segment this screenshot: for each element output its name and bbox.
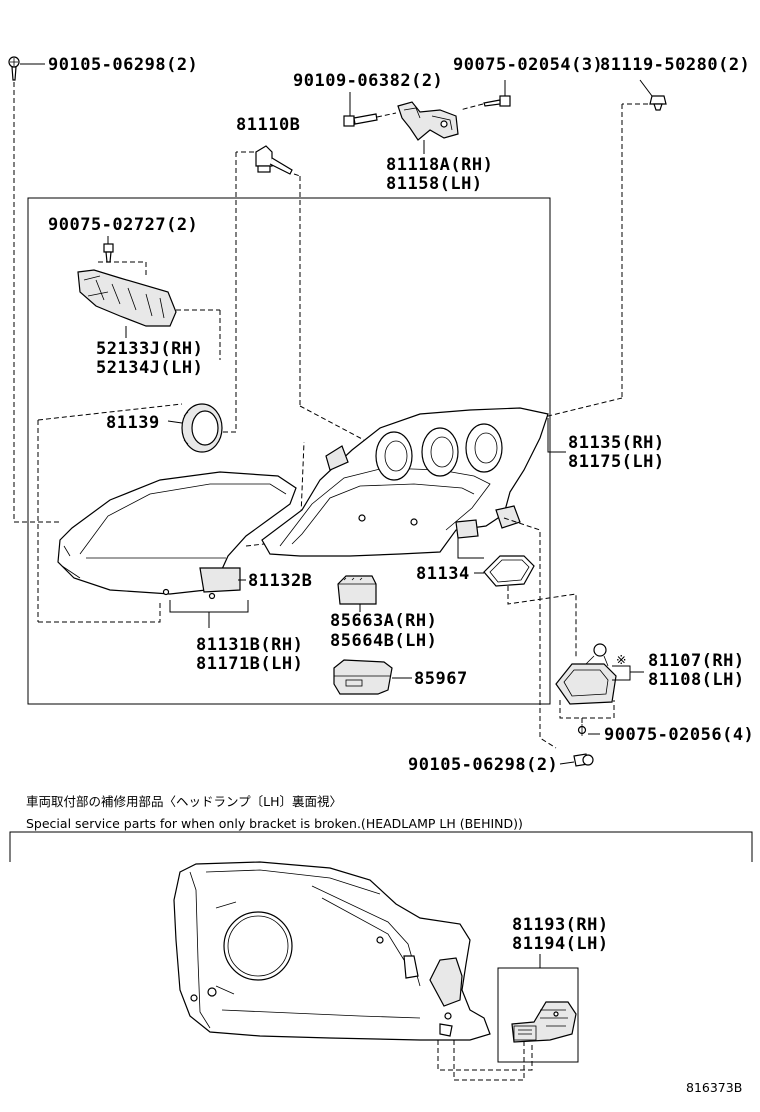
label-81108: 81108(LH) [648,670,745,690]
label-81131b: 81131B(RH) [196,635,303,655]
label-81119: 81119-50280(2) [600,55,750,75]
label-90075-02056: 90075-02056(4) [604,725,754,745]
label-85663a: 85663A(RH) [330,611,437,631]
label-90109: 90109-06382(2) [293,71,443,91]
label-asterisk: ※ [616,652,626,667]
label-52133j: 52133J(RH) [96,339,203,359]
bracket-81193-icon [511,1001,577,1043]
clip-81119-icon [649,95,667,111]
label-52134j: 52134J(LH) [96,358,203,378]
socket-81107-icon [555,643,617,719]
label-81107: 81107(RH) [648,651,745,671]
assembly-frame [27,197,551,705]
label-81158: 81158(LH) [386,174,483,194]
label-90105-top: 90105-06298(2) [48,55,198,75]
label-81132b: 81132B [248,571,312,591]
bracket-52133j-icon [77,269,177,327]
label-81139: 81139 [106,413,160,433]
gasket-81134-icon [483,555,535,587]
label-85967: 85967 [414,669,468,689]
ballast-85663a-icon [337,575,377,605]
cap-81139-icon [181,403,223,453]
label-81110b: 81110B [236,115,300,135]
screw-90075-02056-icon [577,724,587,736]
screw-90075-02727-icon [103,243,114,263]
lens-81132b-icon [57,471,297,600]
label-90105-bottom: 90105-06298(2) [408,755,558,775]
bolt-90109-icon [343,113,378,127]
label-81194: 81194(LH) [512,934,609,954]
note-english: Special service parts for when only brac… [26,816,523,831]
label-85664b: 85664B(LH) [330,631,437,651]
bracket-81193-box [497,967,579,1063]
label-81118a: 81118A(RH) [386,155,493,175]
bracket-section-border [9,831,753,862]
figure-id: 816373B [686,1080,742,1095]
screw-90105-bottom-icon [573,753,594,767]
bracket-81118a-icon [397,101,459,141]
housing-81135-icon [261,407,549,557]
screw-90075-02054-icon [483,95,511,107]
bulb-81110b-icon [255,145,293,175]
label-81175: 81175(LH) [568,452,665,472]
label-81193: 81193(RH) [512,915,609,935]
label-81134: 81134 [416,564,470,584]
label-81135: 81135(RH) [568,433,665,453]
label-81171b: 81171B(LH) [196,654,303,674]
note-japanese: 車両取付部の補修用部品〈ヘッドランプ〔LH〕裏面視〉 [26,794,342,809]
screw-90105-top-icon [8,56,20,81]
label-90075-02054: 90075-02054(3) [453,55,603,75]
module-85967-icon [333,659,393,695]
label-90075-02727: 90075-02727(2) [48,215,198,235]
headlamp-rear-view-icon [173,861,491,1041]
